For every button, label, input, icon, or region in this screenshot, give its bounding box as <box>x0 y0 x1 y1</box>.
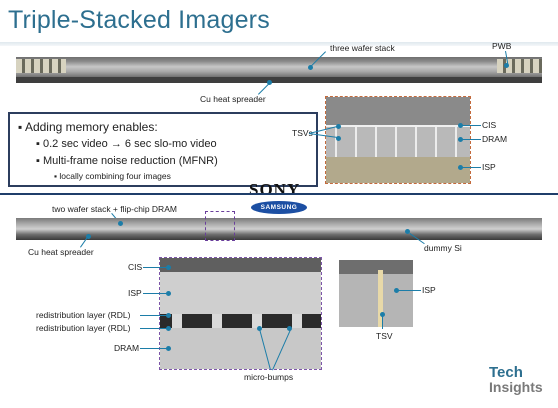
label-cu-heat-spreader-top: Cu heat spreader <box>200 94 266 104</box>
tsv-top-layer <box>339 260 413 274</box>
marker-dot <box>458 165 463 170</box>
leader-line <box>462 167 481 168</box>
samsung-logo: SAMSUNG <box>251 201 307 214</box>
callout-bullet-1: ▪ 0.2 sec video → 6 sec slo-mo video <box>36 138 217 150</box>
sem-dram-layer <box>160 328 321 369</box>
section-divider <box>0 193 558 195</box>
label-micro-bumps: micro-bumps <box>244 372 294 382</box>
sony-logo: SONY <box>249 180 301 199</box>
marker-dot <box>166 326 171 331</box>
sem-rdl-layer <box>160 314 321 328</box>
leader-line <box>462 139 481 140</box>
samsung-cross-section <box>16 218 542 240</box>
marker-dot <box>166 265 171 270</box>
leader-line <box>143 267 167 268</box>
callout-heading: ▪ Adding memory enables: <box>18 120 158 134</box>
callout-bullet-2: ▪ Multi-frame noise reduction (MFNR) <box>36 155 218 167</box>
leader-line <box>140 315 167 316</box>
sem-cis-layer <box>160 258 321 272</box>
label-dram-bottom: DRAM <box>114 343 140 353</box>
label-rdl-1: redistribution layer (RDL) <box>36 310 131 320</box>
marker-dot <box>336 124 341 129</box>
marker-dot <box>166 313 171 318</box>
marker-dot <box>118 221 123 226</box>
sem-cis-layer <box>326 97 470 125</box>
sem-isp-layer <box>326 157 470 183</box>
marker-dot <box>86 234 91 239</box>
leader-line <box>382 315 383 329</box>
marker-dot <box>458 137 463 142</box>
techinsights-logo: Tech Insights <box>489 364 543 395</box>
marker-dot <box>166 346 171 351</box>
label-tsvs: TSVs <box>292 128 313 138</box>
leader-line <box>140 328 167 329</box>
label-dummy-si: dummy Si <box>424 243 462 253</box>
callout-sub-bullet: ▪ locally combining four images <box>54 171 171 181</box>
leader-line <box>398 290 421 291</box>
label-two-wafer-stack: two wafer stack + flip-chip DRAM <box>52 204 177 214</box>
leader-line <box>143 293 167 294</box>
label-isp-tsv-panel: ISP <box>422 285 436 295</box>
leader-line <box>462 125 481 126</box>
tsv-via <box>378 270 383 327</box>
memory-benefits-callout: ▪ Adding memory enables: ▪ 0.2 sec video… <box>8 112 318 187</box>
sony-sem-image <box>325 96 471 184</box>
label-rdl-2: redistribution layer (RDL) <box>36 323 131 333</box>
marker-dot <box>458 123 463 128</box>
zoom-region-box <box>205 211 235 241</box>
slide-title: Triple-Stacked Imagers <box>8 6 270 34</box>
marker-dot <box>308 65 313 70</box>
label-pwb: PWB <box>492 41 512 51</box>
pwb-left <box>16 59 66 73</box>
sem-isp-layer <box>160 272 321 314</box>
marker-dot <box>257 326 262 331</box>
label-dram-top: DRAM <box>482 134 508 144</box>
label-tsv: TSV <box>376 331 393 341</box>
marker-dot <box>380 312 385 317</box>
leader-line <box>140 348 167 349</box>
label-three-wafer-stack: three wafer stack <box>330 43 395 53</box>
marker-dot <box>166 291 171 296</box>
header-band <box>0 42 558 46</box>
label-cis-top: CIS <box>482 120 497 130</box>
label-isp-bottom: ISP <box>128 288 142 298</box>
samsung-sem-image <box>159 257 322 370</box>
label-cis-bottom: CIS <box>128 262 143 272</box>
sem-dram-layer <box>326 125 470 159</box>
label-isp-top: ISP <box>482 162 496 172</box>
sony-substrate-layer <box>16 77 542 83</box>
marker-dot <box>287 326 292 331</box>
tsv-detail-image <box>339 260 413 327</box>
pwb-right <box>497 59 542 73</box>
marker-dot <box>405 229 410 234</box>
marker-dot <box>336 136 341 141</box>
label-cu-heat-spreader-bottom: Cu heat spreader <box>28 247 94 257</box>
marker-dot <box>504 63 509 68</box>
marker-dot <box>267 80 272 85</box>
marker-dot <box>394 288 399 293</box>
